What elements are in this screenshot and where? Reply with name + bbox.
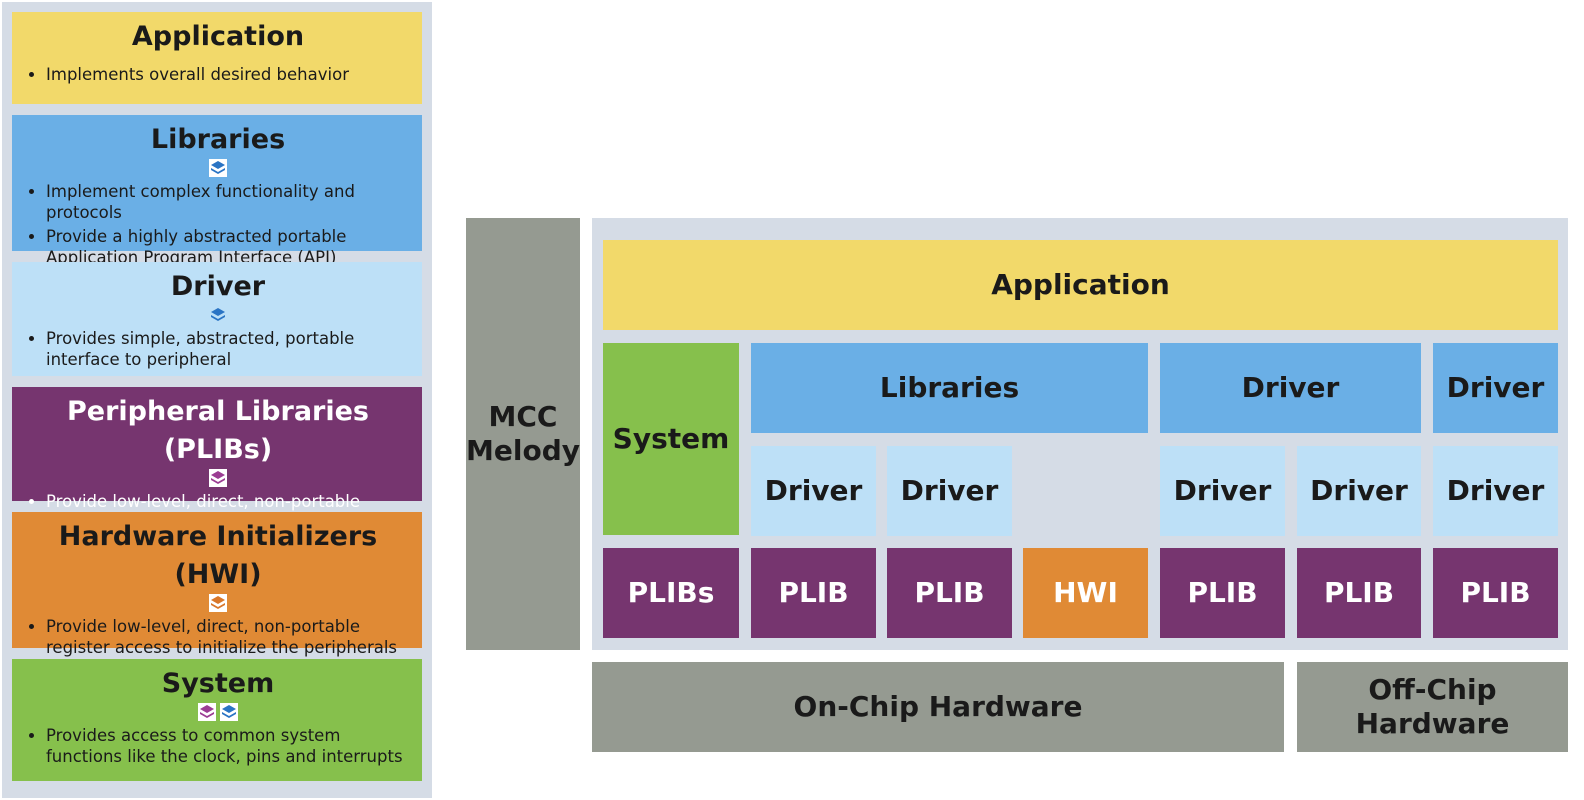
legend-hwi-icons — [20, 594, 416, 614]
stack-plibs-block: PLIBs — [603, 548, 739, 638]
legend-application-title: Application — [131, 21, 305, 52]
legend-application-card: Application Implements overall desired b… — [12, 12, 422, 104]
stack-hwi-block: HWI — [1023, 548, 1148, 638]
legend-driver-card: Driver Provides simple, abstracted, port… — [12, 262, 422, 376]
legend-libraries-bullets: Implement complex functionality and prot… — [20, 181, 416, 268]
legend-plibs-icons — [20, 469, 416, 489]
legend-application-bullets: Implements overall desired behavior — [20, 64, 416, 85]
legend-driver-bullets: Provides simple, abstracted, portable in… — [20, 328, 416, 370]
blue-stack-icon — [211, 308, 225, 321]
stack-system-block: System — [603, 343, 739, 535]
stack-driver-block: Driver — [751, 446, 876, 536]
legend-hwi-bullet: Provide low-level, direct, non-portable … — [46, 616, 416, 658]
stack-driver-block: Driver — [1297, 446, 1421, 536]
legend-libraries-icons — [20, 159, 416, 179]
legend-driver-title: Driver — [170, 271, 266, 302]
stack-driver-block: Driver — [887, 446, 1012, 536]
legend-system-card: System Provides access to common system … — [12, 659, 422, 781]
legend-system-bullet: Provides access to common system functio… — [46, 725, 416, 767]
stack-plib-block: PLIB — [751, 548, 876, 638]
legend-libraries-title: Libraries — [150, 124, 286, 155]
legend-application-bullet: Implements overall desired behavior — [46, 64, 416, 85]
legend-libraries-bullet-1: Implement complex functionality and prot… — [46, 181, 416, 223]
stack-driver-block: Driver — [1160, 446, 1285, 536]
stack-libraries-block: Libraries — [751, 343, 1148, 433]
stack-driver-top-block: Driver — [1160, 343, 1421, 433]
stack-plib-block: PLIB — [1160, 548, 1285, 638]
mcc-melody-bar: MCC Melody — [466, 218, 580, 650]
legend-system-icons — [20, 703, 416, 723]
stack-plib-block: PLIB — [887, 548, 1012, 638]
legend-plibs-card: Peripheral Libraries (PLIBs) Provide low… — [12, 387, 422, 532]
legend-hwi-title: Hardware Initializers (HWI) — [58, 521, 378, 590]
off-chip-hardware-block: Off-Chip Hardware — [1297, 662, 1568, 752]
stack-driver-top-block: Driver — [1433, 343, 1558, 433]
on-chip-hardware-block: On-Chip Hardware — [592, 662, 1284, 752]
blue-stack-icon — [209, 159, 227, 177]
purple-stack-icon — [209, 469, 227, 487]
stack-driver-block: Driver — [1433, 446, 1558, 536]
legend-system-bullets: Provides access to common system functio… — [20, 725, 416, 767]
stack-application-block: Application — [603, 240, 1558, 330]
layer-legend-panel: Application Implements overall desired b… — [2, 2, 432, 798]
legend-hwi-bullets: Provide low-level, direct, non-portable … — [20, 616, 416, 658]
legend-hwi-card: Hardware Initializers (HWI) Provide low-… — [12, 512, 422, 657]
legend-driver-bullet: Provides simple, abstracted, portable in… — [46, 328, 416, 370]
stack-plib-block: PLIB — [1433, 548, 1558, 638]
legend-driver-icons — [20, 306, 416, 326]
legend-libraries-card: Libraries Implement complex functionalit… — [12, 115, 422, 267]
purple-stack-icon — [198, 703, 216, 721]
stack-plib-block: PLIB — [1297, 548, 1421, 638]
blue-stack-icon — [220, 703, 238, 721]
legend-plibs-title: Peripheral Libraries (PLIBs) — [67, 396, 369, 465]
legend-system-title: System — [161, 668, 275, 699]
orange-stack-icon — [209, 594, 227, 612]
